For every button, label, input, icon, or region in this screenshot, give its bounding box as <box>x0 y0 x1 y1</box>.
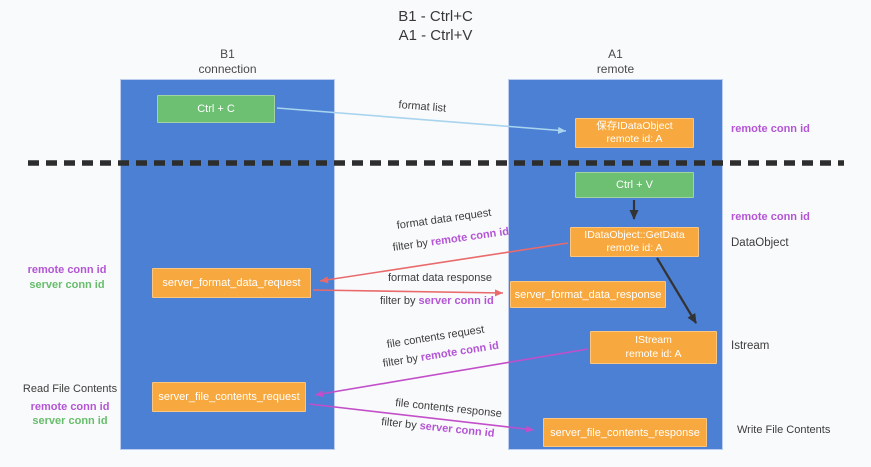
filter-by-text: filter by <box>392 237 429 254</box>
istream-box: IStream remote id: A <box>590 331 717 364</box>
left-remote-conn-id-label-1: remote conn id <box>27 264 107 276</box>
istream-line2: remote id: A <box>625 347 682 360</box>
format-list-label: format list <box>398 99 447 115</box>
ctrl-v-box: Ctrl + V <box>575 172 694 198</box>
write-file-contents-label: Write File Contents <box>737 424 831 436</box>
save-idataobject-box: 保存IDataObject remote id: A <box>575 118 694 148</box>
left-server-conn-id-label-1: server conn id <box>29 279 105 291</box>
server-file-contents-response-box: server_file_contents_response <box>543 418 707 447</box>
filter-by-text: filter by <box>382 352 419 370</box>
title-line-1: B1 - Ctrl+C <box>398 8 473 25</box>
column-header-a1: A1 remote <box>508 47 723 77</box>
server-format-data-request-label: server_format_data_request <box>162 277 301 289</box>
server-format-data-request-box: server_format_data_request <box>152 268 311 298</box>
server-conn-id-text: server conn id <box>418 295 494 307</box>
ctrl-v-label: Ctrl + V <box>616 179 653 191</box>
server-file-contents-response-label: server_file_contents_response <box>550 426 700 439</box>
save-idataobject-line1: 保存IDataObject <box>596 119 673 132</box>
getdata-line2: remote id: A <box>606 242 663 254</box>
left-server-conn-id-label-2: server conn id <box>32 415 108 427</box>
read-file-contents-label: Read File Contents <box>22 383 118 395</box>
getdata-line1: IDataObject::GetData <box>584 228 685 241</box>
server-conn-id-text: server conn id <box>419 420 496 440</box>
format-data-response-label: format data response <box>388 272 492 284</box>
right-remote-conn-id-label-2: remote conn id <box>731 211 810 223</box>
server-format-data-response-box: server_format_data_response <box>510 281 666 308</box>
left-remote-conn-id-label-2: remote conn id <box>30 401 110 413</box>
filter-by-text: filter by <box>380 295 416 307</box>
filter-by-text: filter by <box>380 416 418 432</box>
format-data-request-label: format data request <box>396 206 493 232</box>
idataobject-getdata-box: IDataObject::GetData remote id: A <box>570 227 699 257</box>
istream-side-label: Istream <box>731 340 770 352</box>
dataobject-label: DataObject <box>731 237 789 249</box>
ctrl-c-label: Ctrl + C <box>197 103 235 115</box>
file-contents-response-label: file contents response <box>394 397 503 421</box>
server-file-contents-request-box: server_file_contents_request <box>152 382 306 412</box>
save-idataobject-line2: remote id: A <box>606 133 663 145</box>
column-header-b1: B1 connection <box>120 47 335 77</box>
diagram-title: B1 - Ctrl+C A1 - Ctrl+V <box>0 7 871 45</box>
format-data-response-arrow <box>312 289 504 297</box>
remote-conn-id-text: remote conn id <box>430 225 510 249</box>
ctrl-c-box: Ctrl + C <box>157 95 275 123</box>
title-line-2: A1 - Ctrl+V <box>398 27 473 44</box>
column-b1-name: B1 <box>220 47 235 61</box>
column-b1-role: connection <box>198 62 257 76</box>
server-format-data-response-label: server_format_data_response <box>514 288 662 301</box>
right-remote-conn-id-label-1: remote conn id <box>731 123 810 135</box>
column-a1-name: A1 <box>608 47 623 61</box>
server-file-contents-request-label: server_file_contents_request <box>158 391 300 403</box>
istream-line1: IStream <box>635 334 672 346</box>
column-a1-role: remote <box>596 62 635 76</box>
